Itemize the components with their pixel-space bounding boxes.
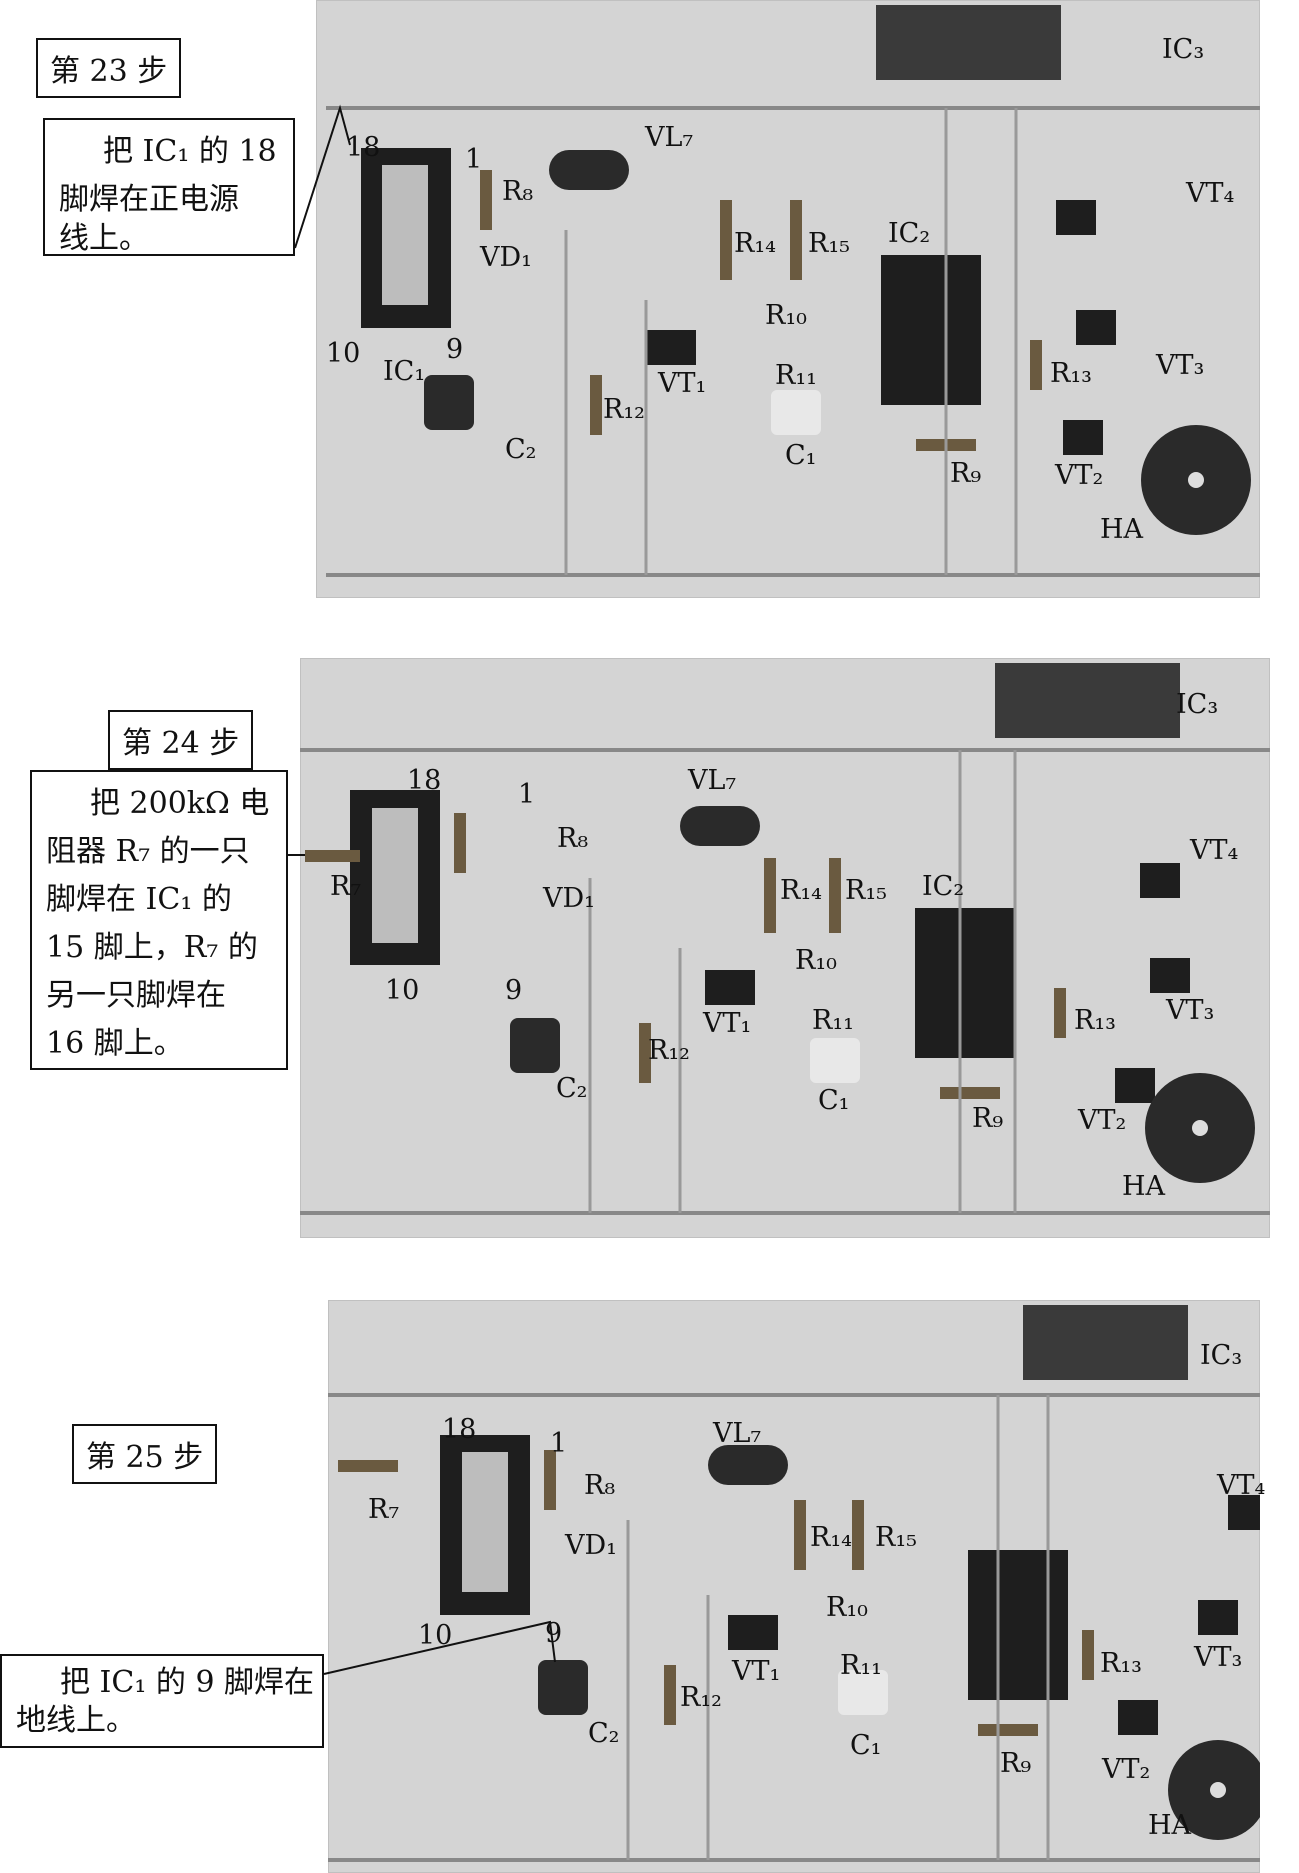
label-vt1: VT₁ xyxy=(703,1008,752,1039)
label-pin9: 9 xyxy=(446,334,464,365)
label-ic1: IC₁ xyxy=(383,356,426,387)
label-c2: C₂ xyxy=(556,1073,588,1104)
label-r14: R₁₄ xyxy=(810,1522,852,1553)
label-pin10: 10 xyxy=(326,338,361,369)
label-r8: R₈ xyxy=(584,1470,616,1501)
label-vd1: VD₁ xyxy=(480,242,532,273)
label-r10: R₁₀ xyxy=(795,945,837,976)
label-ha: HA xyxy=(1148,1810,1192,1841)
label-r15: R₁₅ xyxy=(808,228,850,259)
label-ic3: IC₃ xyxy=(1162,34,1205,65)
label-vt2: VT₂ xyxy=(1055,460,1104,491)
label-vd1: VD₁ xyxy=(565,1530,617,1561)
label-pin18: 18 xyxy=(346,132,381,163)
label-vt4: VT₄ xyxy=(1190,835,1239,866)
step-title: 第 25 步 xyxy=(72,1424,218,1484)
label-r9: R₉ xyxy=(950,458,982,489)
callout-line: 脚焊在正电源 xyxy=(59,182,239,217)
label-r8: R₈ xyxy=(502,176,534,207)
label-pin1: 1 xyxy=(550,1428,568,1459)
label-r11: R₁₁ xyxy=(775,360,817,391)
circuit-drawing xyxy=(300,663,1270,1215)
label-r7: R₇ xyxy=(330,871,362,902)
label-r12: R₁₂ xyxy=(680,1682,722,1713)
label-pin10: 10 xyxy=(418,1620,453,1651)
label-pin18: 18 xyxy=(442,1414,477,1445)
circuit-drawing xyxy=(328,1305,1260,1862)
instruction-callout: 把 IC₁ 的 9 脚焊在 地线上。 xyxy=(0,1654,324,1748)
label-vt4: VT₄ xyxy=(1186,178,1235,209)
label-c2: C₂ xyxy=(505,434,537,465)
circuit-drawing xyxy=(326,5,1260,577)
label-ic3: IC₃ xyxy=(1176,689,1219,720)
label-vt2: VT₂ xyxy=(1078,1105,1127,1136)
label-c2: C₂ xyxy=(588,1718,620,1749)
callout-line: 16 脚上。 xyxy=(46,1026,184,1061)
label-vl7: VL₇ xyxy=(713,1418,762,1449)
step-25-panel: 第 25 步 把 IC₁ 的 9 脚焊在 地线上。 IC₃ 18 1 R₇ R₈… xyxy=(0,1300,1299,1873)
label-r13: R₁₃ xyxy=(1074,1005,1116,1036)
label-r9: R₉ xyxy=(972,1103,1004,1134)
callout-line: 地线上。 xyxy=(16,1703,136,1738)
label-r12: R₁₂ xyxy=(603,394,645,425)
instruction-callout: 把 200kΩ 电 阻器 R₇ 的一只 脚焊在 IC₁ 的 15 脚上，R₇ 的… xyxy=(30,770,288,1070)
callout-line: 把 IC₁ 的 18 xyxy=(103,134,277,169)
label-vt3: VT₃ xyxy=(1156,350,1205,381)
label-vl7: VL₇ xyxy=(688,765,737,796)
label-vd1: VD₁ xyxy=(543,883,595,914)
label-c1: C₁ xyxy=(785,440,817,471)
label-ic2: IC₂ xyxy=(922,871,965,902)
label-vt3: VT₃ xyxy=(1194,1642,1243,1673)
instruction-callout: 把 IC₁ 的 18 脚焊在正电源 线上。 xyxy=(43,118,295,256)
label-r9: R₉ xyxy=(1000,1748,1032,1779)
label-c1: C₁ xyxy=(818,1085,850,1116)
label-r14: R₁₄ xyxy=(734,228,776,259)
label-pin10: 10 xyxy=(385,975,420,1006)
label-ha: HA xyxy=(1100,514,1144,545)
label-r10: R₁₀ xyxy=(826,1592,868,1623)
step-title: 第 23 步 xyxy=(36,38,182,98)
callout-line: 15 脚上，R₇ 的 xyxy=(46,930,258,965)
label-r13: R₁₃ xyxy=(1100,1648,1142,1679)
callout-line: 脚焊在 IC₁ 的 xyxy=(46,882,232,917)
label-vt1: VT₁ xyxy=(732,1656,781,1687)
label-pin18: 18 xyxy=(407,765,442,796)
label-r10: R₁₀ xyxy=(765,300,807,331)
label-pin9: 9 xyxy=(545,1618,563,1649)
label-r8: R₈ xyxy=(557,823,589,854)
step-title: 第 24 步 xyxy=(108,710,254,770)
label-vl7: VL₇ xyxy=(645,122,694,153)
label-pin1: 1 xyxy=(465,144,483,175)
label-pin1: 1 xyxy=(518,779,536,810)
label-vt4: VT₄ xyxy=(1217,1470,1266,1501)
label-ha: HA xyxy=(1122,1171,1166,1202)
circuit-photo xyxy=(328,1300,1260,1873)
label-vt1: VT₁ xyxy=(658,368,707,399)
circuit-photo xyxy=(316,0,1260,598)
label-ic2: IC₂ xyxy=(888,218,931,249)
label-c1: C₁ xyxy=(850,1730,882,1761)
callout-line: 把 IC₁ 的 9 脚焊在 xyxy=(60,1665,315,1700)
callout-line: 线上。 xyxy=(59,221,149,256)
label-ic3: IC₃ xyxy=(1200,1340,1243,1371)
label-r11: R₁₁ xyxy=(840,1650,882,1681)
callout-line: 阻器 R₇ 的一只 xyxy=(46,834,250,869)
label-pin9: 9 xyxy=(505,975,523,1006)
step-24-panel: 第 24 步 把 200kΩ 电 阻器 R₇ 的一只 脚焊在 IC₁ 的 15 … xyxy=(0,655,1299,1255)
step-23-panel: 第 23 步 把 IC₁ 的 18 脚焊在正电源 线上。 IC₃ 18 1 R₈… xyxy=(0,0,1299,600)
label-vt2: VT₂ xyxy=(1102,1754,1151,1785)
callout-line: 另一只脚焊在 xyxy=(46,978,226,1013)
label-r15: R₁₅ xyxy=(875,1522,917,1553)
label-r12: R₁₂ xyxy=(648,1035,690,1066)
label-r13: R₁₃ xyxy=(1050,358,1092,389)
circuit-photo xyxy=(300,658,1270,1238)
label-r7: R₇ xyxy=(368,1494,400,1525)
label-r15: R₁₅ xyxy=(845,875,887,906)
callout-line: 把 200kΩ 电 xyxy=(90,786,270,821)
label-r14: R₁₄ xyxy=(780,875,822,906)
label-vt3: VT₃ xyxy=(1166,995,1215,1026)
label-r11: R₁₁ xyxy=(812,1005,854,1036)
